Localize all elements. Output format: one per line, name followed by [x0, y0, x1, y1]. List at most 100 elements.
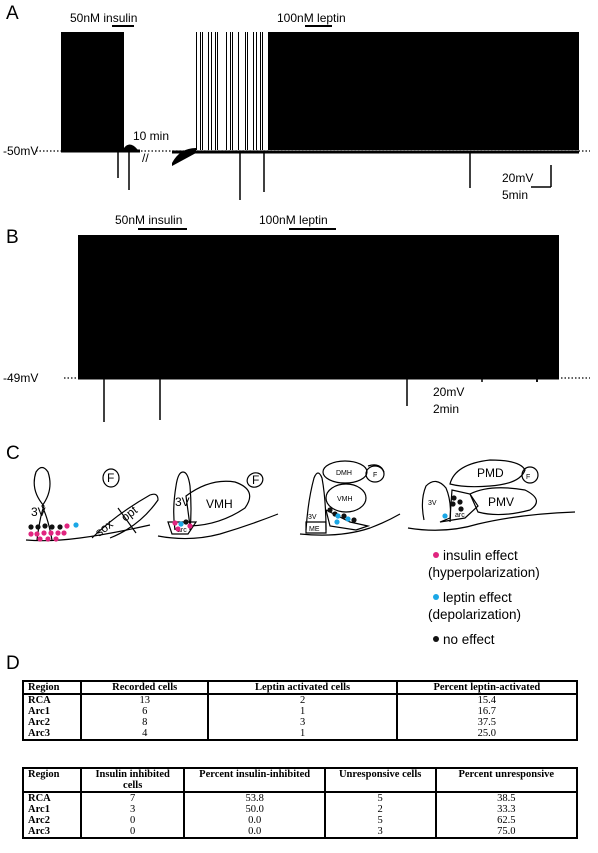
cell-marker-insulin [64, 523, 70, 529]
trace-a-burst-spike [262, 32, 263, 150]
trace-a-burst-spike [196, 32, 197, 150]
table-header-cell: Percent unresponsive [434, 767, 578, 793]
cell-marker-none [457, 499, 463, 505]
fornix-4 [521, 466, 539, 484]
region-label-f-2: F [252, 473, 259, 487]
region-label-f-3: F [373, 472, 377, 479]
cell-marker-insulin [53, 536, 59, 542]
cell-marker-none [57, 524, 63, 530]
cell-marker-leptin [334, 519, 340, 525]
cell-marker-insulin [55, 530, 61, 536]
insulin-response-table: Region Insulin inhibited cells Percent i… [22, 767, 578, 839]
trace-a-segment-2-bursts [196, 32, 263, 150]
panel-b: B 50nM insulin 100nM leptin -49mV 20mV 2… [0, 213, 590, 424]
scale-bar-a-voltage: 20mV [502, 171, 533, 185]
cell-marker-none [327, 507, 333, 513]
table-header-cell: Recorded cells [79, 680, 210, 695]
brain-section-2 [157, 471, 279, 540]
table-header-cell: Percent insulin-inhibited [183, 767, 326, 793]
resting-potential-label-a: -50mV [3, 144, 38, 158]
leptin-response-table: Region Recorded cells Leptin activated c… [22, 680, 579, 741]
brain-section-3 [299, 460, 401, 536]
trace-a-burst-spike [211, 32, 212, 150]
fornix-3 [365, 465, 385, 483]
panel-c: C 3V F sox opt 3V VMH F arc 3V DMH VMH F… [6, 443, 576, 647]
region-label-vmh-3: VMH [337, 496, 353, 503]
arc-4 [439, 489, 479, 523]
cell-marker-none [451, 495, 457, 501]
panel-a-label: A [6, 3, 19, 24]
leptin-application-label: 100nM leptin [277, 11, 346, 25]
trace-b-sustained [78, 235, 559, 377]
panel-d: D [6, 653, 20, 674]
cell-marker-none [450, 501, 456, 507]
effect-legend: insulin effect (hyperpolarization) lepti… [428, 548, 540, 647]
leptin-application-label-b: 100nM leptin [259, 213, 328, 227]
scale-bar-b-time: 2min [433, 402, 459, 416]
legend-leptin-line1: leptin effect [443, 590, 512, 605]
legend-dot-insulin [433, 552, 439, 558]
trace-a-burst-spike [230, 32, 231, 150]
cell-marker-none [35, 524, 41, 530]
trace-a-burst-spike [253, 32, 254, 150]
cell-marker-none [341, 513, 347, 519]
legend-dot-leptin [433, 594, 439, 600]
cell-marker-none [183, 519, 189, 525]
cell-marker-insulin [175, 526, 181, 532]
region-label-f-4: F [526, 474, 530, 481]
trace-a-segment-1-recovery [124, 144, 138, 150]
me-3 [305, 521, 327, 534]
fornix-1 [102, 468, 120, 488]
cell-marker-none [351, 517, 357, 523]
third-ventricle-3 [305, 472, 327, 531]
table-header-row: Region Insulin inhibited cells Percent i… [22, 767, 578, 793]
vmh-2 [185, 480, 251, 527]
trace-a-burst-spike [208, 32, 209, 150]
region-label-3v-4: 3V [428, 500, 437, 507]
fornix-2 [246, 472, 264, 488]
legend-leptin-line2: (depolarization) [428, 607, 521, 622]
cell-marker-leptin [178, 521, 184, 527]
brain-section-4 [407, 459, 576, 531]
dmh-3 [322, 460, 368, 484]
region-label-opt: opt [118, 503, 140, 525]
region-label-me: ME [309, 526, 320, 533]
region-label-pmv: PMV [488, 495, 514, 509]
cell-marker-insulin [45, 536, 51, 542]
trace-a-segment-1-spikes [61, 32, 124, 150]
trace-a-burst-spike [245, 32, 246, 150]
region-label-3v-1: 3V [31, 505, 46, 519]
cell-marker-insulin [172, 520, 178, 526]
vmh-3 [325, 483, 367, 513]
time-gap-break-icon: // [142, 151, 149, 165]
insulin-application-label: 50nM insulin [70, 11, 137, 25]
ventral-surface-4 [407, 511, 576, 531]
table-header-row: Region Recorded cells Leptin activated c… [22, 680, 579, 695]
trace-a-burst-spike [232, 32, 233, 150]
panel-b-label: B [6, 227, 19, 248]
trace-a-burst-spike [238, 32, 239, 150]
ventral-surface-2 [157, 513, 279, 540]
table-header-cell: Region [22, 767, 82, 793]
legend-none: no effect [443, 632, 495, 647]
legend-insulin-line1: insulin effect [443, 548, 518, 563]
table-header-cell: Leptin activated cells [207, 680, 398, 695]
cell-marker-insulin [187, 523, 193, 529]
resting-potential-label-b: -49mV [3, 371, 38, 385]
legend-dot-none [433, 636, 439, 642]
trace-a-burst-spike [247, 32, 248, 150]
panel-c-label: C [6, 443, 20, 464]
table-header-cell: Region [22, 680, 82, 695]
scale-bar-b-voltage: 20mV [433, 385, 464, 399]
cell-marker-leptin [345, 516, 351, 522]
cell-marker-leptin [73, 522, 79, 528]
ventral-surface-3 [299, 513, 401, 536]
third-ventricle-4 [421, 480, 452, 523]
